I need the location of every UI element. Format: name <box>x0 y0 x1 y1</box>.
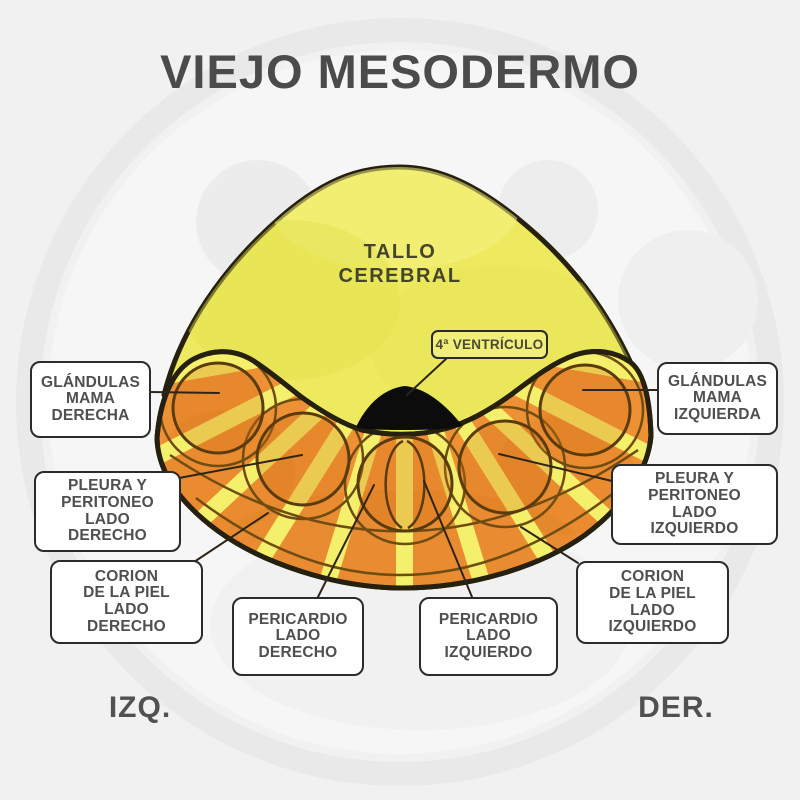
callout-pointer-lines <box>149 357 661 600</box>
circle-glandulas-izquierda <box>538 363 632 457</box>
circle-glandulas-derecha <box>171 361 265 455</box>
circle-pleura-derecho <box>255 411 351 507</box>
callout-corion-piel-derecho: CORION DE LA PIEL LADO DERECHO <box>50 560 203 644</box>
brainstem-label: TALLO CEREBRAL <box>338 241 462 287</box>
right-side-marker: DER. <box>638 691 714 724</box>
organ-circles <box>171 361 632 533</box>
fourth-ventricle-shape <box>356 386 462 430</box>
callout-fourth-ventricle: 4ª VENTRÍCULO <box>431 330 548 359</box>
callout-glandulas-mama-derecha: GLÁNDULAS MAMA DERECHA <box>30 361 151 438</box>
callout-glandulas-mama-izquierda: GLÁNDULAS MAMA IZQUIERDA <box>657 362 778 435</box>
callout-corion-piel-izquierdo: CORION DE LA PIEL LADO IZQUIERDO <box>576 561 729 644</box>
callout-pericardio-derecho: PERICARDIO LADO DERECHO <box>232 597 364 676</box>
circle-pleura-izquierdo <box>457 419 553 515</box>
callout-pleura-peritoneo-derecho: PLEURA Y PERITONEO LADO DERECHO <box>34 471 181 552</box>
circle-pericardio <box>356 435 454 533</box>
callout-pericardio-izquierdo: PERICARDIO LADO IZQUIERDO <box>419 597 558 676</box>
left-side-marker: IZQ. <box>108 691 172 724</box>
callout-pleura-peritoneo-izquierdo: PLEURA Y PERITONEO LADO IZQUIERDO <box>611 464 778 545</box>
page-title: VIEJO MESODERMO <box>160 45 640 98</box>
